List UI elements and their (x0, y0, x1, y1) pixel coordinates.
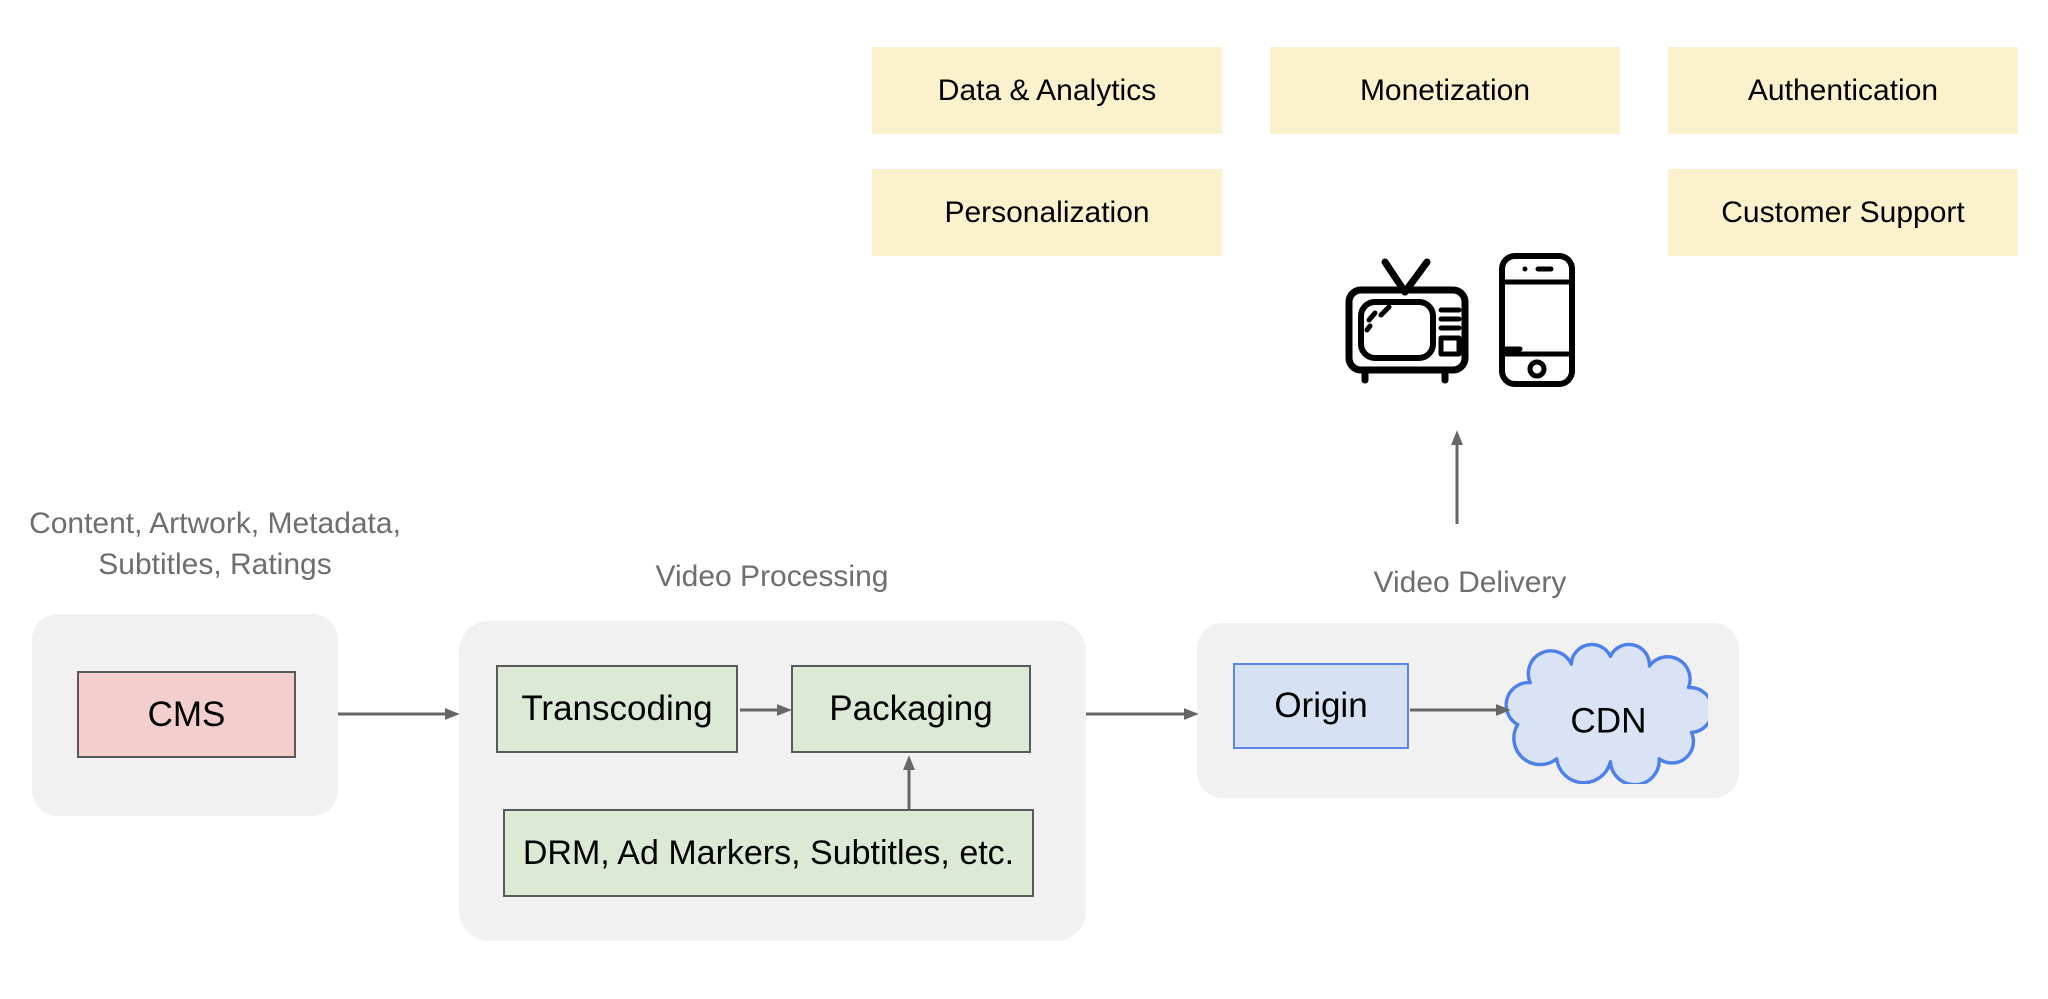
capability-box-monetization: Monetization (1270, 47, 1620, 134)
ingest-caption-line1: Content, Artwork, Metadata, (29, 507, 401, 540)
capability-box-authentication: Authentication (1668, 47, 2018, 134)
smartphone-icon (1498, 252, 1576, 388)
transcoding-node: Transcoding (496, 665, 738, 753)
ingest-caption: Content, Artwork, Metadata, Subtitles, R… (0, 503, 430, 585)
cloud-shape (1504, 642, 1708, 784)
video-processing-caption: Video Processing (655, 560, 889, 593)
drm-ad-markers-node: DRM, Ad Markers, Subtitles, etc. (503, 809, 1034, 897)
cms-node: CMS (77, 671, 296, 758)
packaging-node: Packaging (791, 665, 1031, 753)
capability-box-customer-support: Customer Support (1668, 169, 2018, 256)
capability-box-data-analytics: Data & Analytics (872, 47, 1222, 134)
origin-node: Origin (1233, 663, 1409, 749)
capability-box-personalization: Personalization (872, 169, 1222, 256)
cdn-label: CDN (1570, 701, 1646, 740)
ingest-caption-line2: Subtitles, Ratings (98, 548, 332, 581)
video-delivery-caption: Video Delivery (1373, 566, 1567, 599)
cdn-cloud-node: CDN (1503, 636, 1708, 784)
tv-icon (1341, 252, 1473, 388)
